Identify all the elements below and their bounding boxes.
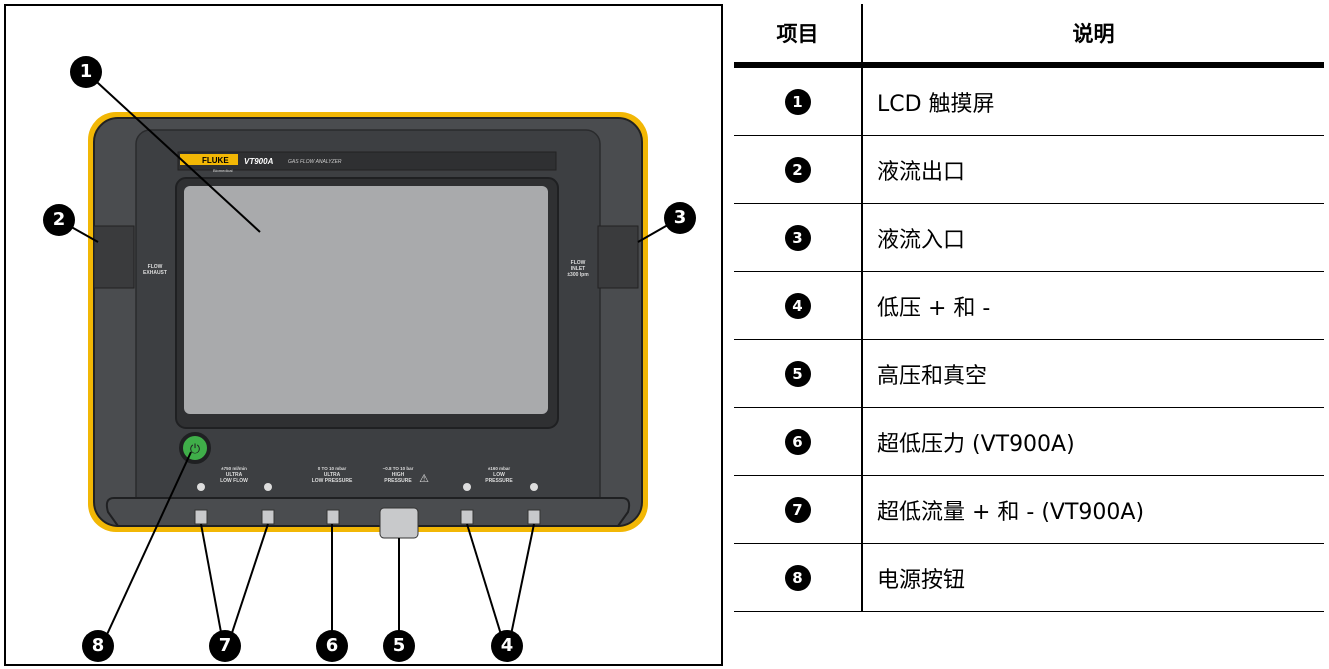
fluke-logo-block <box>180 154 238 165</box>
ulf-line2: LOW FLOW <box>220 478 248 484</box>
inlet-label-line2: INLET <box>571 266 585 272</box>
callout-6: 6 <box>316 630 348 662</box>
callout-1: 1 <box>70 56 102 88</box>
callout-2: 2 <box>43 204 75 236</box>
item-badge: 6 <box>784 429 811 455</box>
hp-line1: HIGH <box>392 472 405 478</box>
device-illustration: FLUKE Biomedical VT900A GAS FLOW ANALYZE… <box>58 71 681 655</box>
lcd-screen <box>184 186 548 414</box>
ulf-plus-marker <box>264 483 272 491</box>
exhaust-label-line2: EXHAUST <box>143 270 167 276</box>
brand-sub-text: Biomedical <box>213 168 233 173</box>
callout-8: 8 <box>82 630 114 662</box>
legend-description: 高压和真空 <box>862 339 1324 408</box>
ulp-range: 0 TO 10 mbar <box>318 466 347 471</box>
legend-header-row: 项目 说明 <box>734 4 1324 68</box>
exhaust-label-line1: FLOW <box>148 264 163 270</box>
item-badge: 2 <box>784 157 811 183</box>
legend-item-cell: 7 <box>734 475 863 544</box>
item-badge: 1 <box>784 89 811 115</box>
brand-text: FLUKE <box>202 156 229 165</box>
legend-item-cell: 2 <box>734 135 863 204</box>
leader-lines <box>58 71 681 655</box>
ulp-line2: LOW PRESSURE <box>312 478 353 484</box>
header-description: 说明 <box>862 4 1324 68</box>
legend-row: 6 超低压力 (VT900A) <box>734 407 1324 476</box>
legend-item-cell: 5 <box>734 339 863 408</box>
legend-table: 项目 说明 1 LCD 触摸屏 2 液流出口 3 液流入口 4 低压 + 和 - <box>734 4 1324 612</box>
legend-item-cell: 1 <box>734 65 863 136</box>
warning-icon: ⚠ <box>419 473 429 485</box>
inlet-label-line3: ±300 lpm <box>567 272 589 278</box>
hp-range: −0.8 TO 10 bar <box>383 466 414 471</box>
lp-line2: PRESSURE <box>485 478 513 484</box>
port-ledge <box>105 497 631 527</box>
legend-row: 4 低压 + 和 - <box>734 271 1324 340</box>
item-badge: 7 <box>784 497 811 523</box>
lp-line1: LOW <box>493 472 505 478</box>
product-text: GAS FLOW ANALYZER <box>288 159 342 165</box>
legend-item-cell: 4 <box>734 271 863 340</box>
legend-description: 低压 + 和 - <box>862 271 1324 340</box>
lp-range: ±160 mbar <box>488 466 510 471</box>
item-badge: 5 <box>784 361 811 387</box>
item-badge: 3 <box>784 225 811 251</box>
leader-line-1 <box>85 71 261 233</box>
ulf-range: ±750 ml/min <box>221 466 247 471</box>
legend-description: 液流出口 <box>862 135 1324 204</box>
lp-plus-marker <box>530 483 538 491</box>
brand-strip <box>177 151 557 171</box>
legend-description: 液流入口 <box>862 203 1324 272</box>
ulf-minus-marker <box>197 483 205 491</box>
callout-3: 3 <box>664 202 696 234</box>
callout-5: 5 <box>383 630 415 662</box>
ulf-line1: ULTRA <box>226 472 243 478</box>
callout-4: 4 <box>491 630 523 662</box>
item-badge: 8 <box>784 565 811 591</box>
callout-layer: 1 2 3 8 7 6 5 4 <box>6 6 721 664</box>
device-figure: FLUKE Biomedical VT900A GAS FLOW ANALYZE… <box>4 4 723 666</box>
legend-item-cell: 8 <box>734 543 863 612</box>
legend-item-cell: 3 <box>734 203 863 272</box>
legend-description: 超低压力 (VT900A) <box>862 407 1324 476</box>
power-icon: ⏻ <box>190 441 200 456</box>
legend-row: 2 液流出口 <box>734 135 1324 204</box>
legend-description: 超低流量 + 和 - (VT900A) <box>862 475 1324 544</box>
item-badge: 4 <box>784 293 811 319</box>
lp-minus-marker <box>463 483 471 491</box>
legend-row: 5 高压和真空 <box>734 339 1324 408</box>
legend-table-container: 项目 说明 1 LCD 触摸屏 2 液流出口 3 液流入口 4 低压 + 和 - <box>734 4 1324 665</box>
callout-7: 7 <box>209 630 241 662</box>
header-item: 项目 <box>734 4 863 68</box>
legend-description: 电源按钮 <box>862 543 1324 612</box>
left-handle <box>93 225 135 289</box>
right-handle <box>597 225 639 289</box>
ulp-line1: ULTRA <box>324 472 341 478</box>
legend-description: LCD 触摸屏 <box>862 65 1324 136</box>
legend-row: 8 电源按钮 <box>734 543 1324 612</box>
inlet-label-line1: FLOW <box>571 260 586 266</box>
hp-line2: PRESSURE <box>384 478 412 484</box>
power-button <box>179 432 211 464</box>
legend-row: 3 液流入口 <box>734 203 1324 272</box>
model-text: VT900A <box>244 157 274 166</box>
legend-row: 7 超低流量 + 和 - (VT900A) <box>734 475 1324 544</box>
leader-line-8 <box>97 451 192 655</box>
legend-item-cell: 6 <box>734 407 863 476</box>
legend-row: 1 LCD 触摸屏 <box>734 65 1324 136</box>
